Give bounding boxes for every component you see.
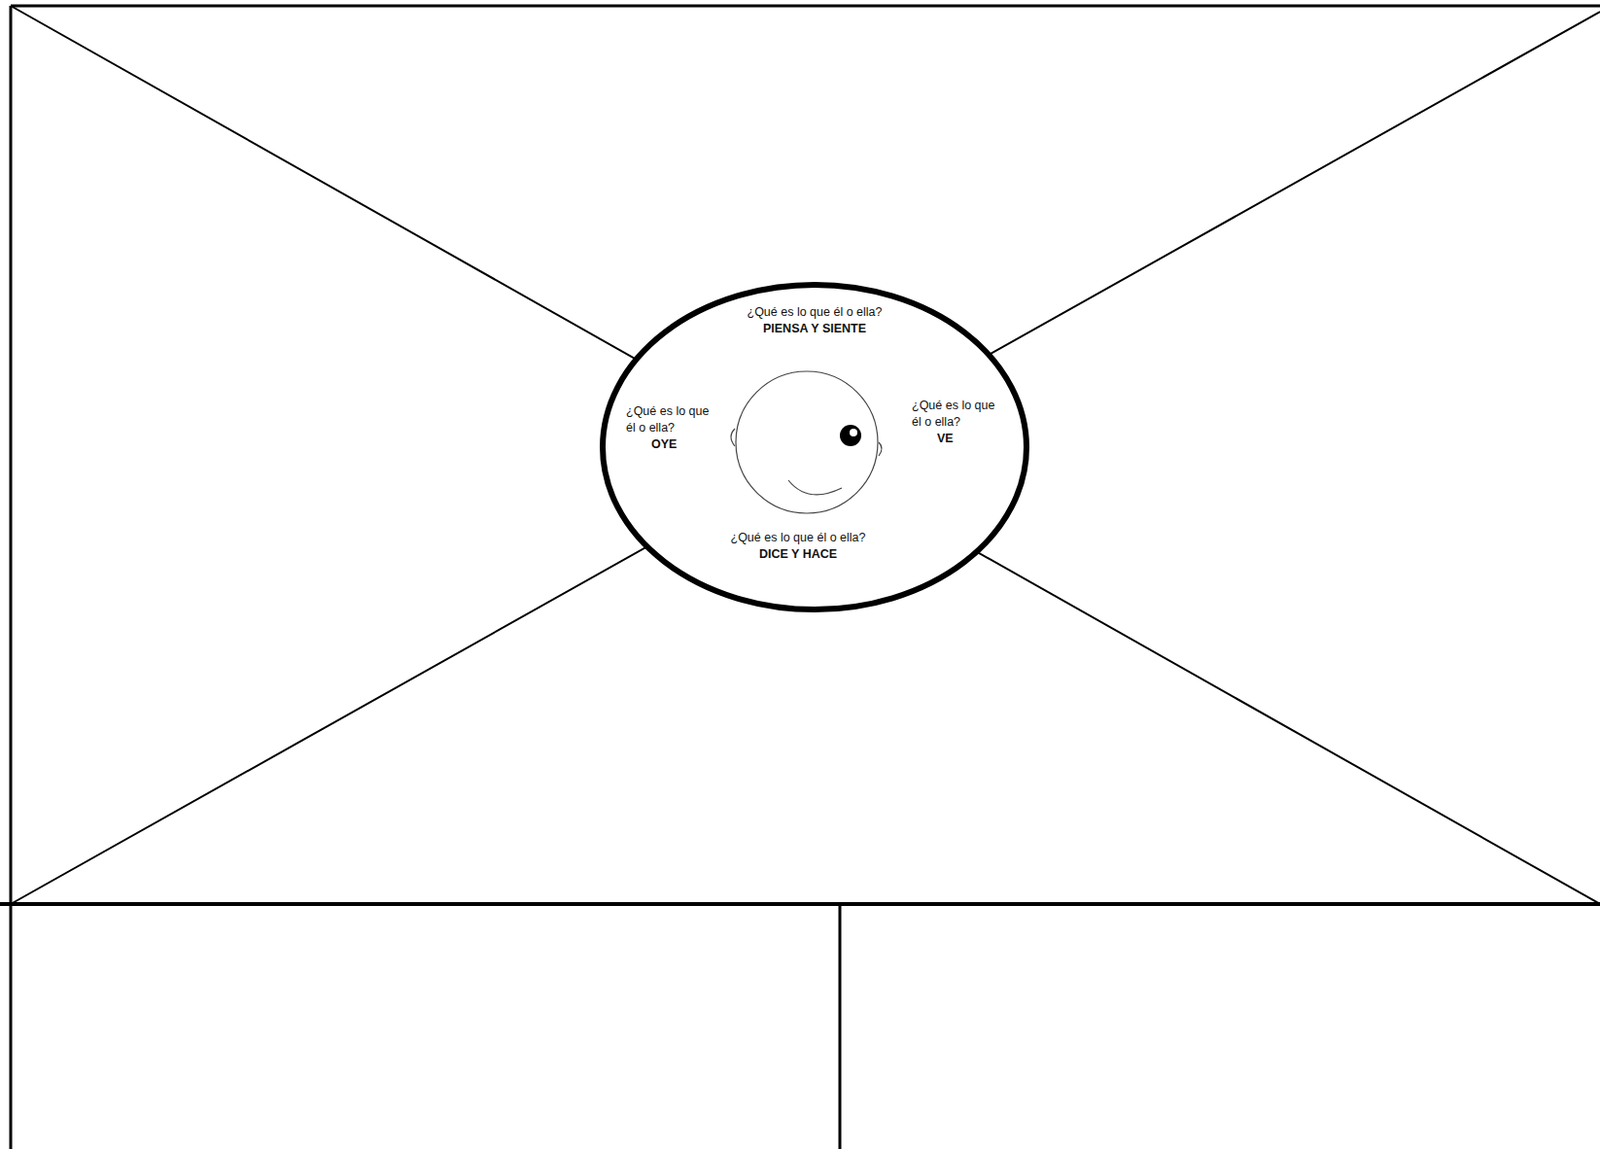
center-ellipse: ¿Qué es lo que él o ella?PIENSA Y SIENTE… <box>598 280 1031 614</box>
quadrant-prompt: ¿Qué es lo que él o ella?VE <box>911 397 1002 448</box>
quadrant-prompt: ¿Qué es lo que él o ella?DICE Y HACE <box>652 529 944 563</box>
prompt-question: ¿Qué es lo que él o ella? <box>626 403 716 437</box>
quadrant-prompt: ¿Qué es lo que él o ella?PIENSA Y SIENTE <box>668 304 961 338</box>
prompt-label: DICE Y HACE <box>652 546 944 563</box>
prompt-question: ¿Qué es lo que él o ella? <box>911 397 1002 431</box>
quadrant-prompt: ¿Qué es lo que él o ella?OYE <box>626 403 716 453</box>
prompt-label: VE <box>911 430 1002 448</box>
prompt-question: ¿Qué es lo que él o ella? <box>668 304 961 321</box>
head-illustration <box>730 371 882 514</box>
prompt-label: PIENSA Y SIENTE <box>668 320 961 338</box>
prompt-question: ¿Qué es lo que él o ella? <box>652 529 944 547</box>
prompt-label: OYE <box>626 436 716 453</box>
